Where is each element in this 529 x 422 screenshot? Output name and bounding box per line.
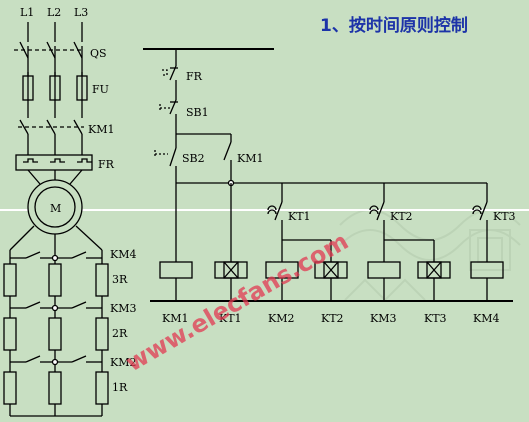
phase-label-l3: L3 bbox=[74, 6, 88, 19]
km1-hold-contact bbox=[223, 141, 232, 183]
resistor-1r-group bbox=[3, 371, 109, 405]
kt1-label: KT1 bbox=[288, 210, 311, 223]
junction-dot bbox=[51, 358, 59, 366]
resistor-3r-group bbox=[3, 263, 109, 297]
sb1-stop-button bbox=[159, 99, 178, 134]
kt3-time-contact bbox=[472, 201, 488, 262]
power-circuit: L1 L2 L3 QS FU bbox=[3, 6, 136, 417]
kt3-label: KT3 bbox=[493, 210, 516, 223]
kt1-time-contact bbox=[267, 201, 283, 262]
coil-label-km1: KM1 bbox=[162, 312, 188, 325]
control-circuit: FR SB1 SB2 KM1 bbox=[143, 48, 516, 302]
coil-label-kt1: KT1 bbox=[219, 312, 242, 325]
coil-km1 bbox=[159, 261, 193, 279]
km1-power-label: KM1 bbox=[88, 123, 114, 136]
coil-labels: KM1 KT1 KM2 KT2 KM3 KT3 KM4 bbox=[162, 312, 499, 325]
sb1-label: SB1 bbox=[186, 106, 209, 119]
fr-thermal-relay bbox=[15, 154, 93, 171]
km1-main-contacts bbox=[18, 119, 84, 135]
km3-power-label: KM3 bbox=[110, 302, 136, 315]
km4-shorting-contacts bbox=[10, 251, 102, 259]
r3-label: 3R bbox=[112, 273, 128, 286]
coil-label-kt3: KT3 bbox=[424, 312, 447, 325]
sb2-label: SB2 bbox=[182, 152, 205, 165]
coil-label-km4: KM4 bbox=[473, 312, 499, 325]
fr-nc-contact bbox=[162, 65, 178, 100]
qs-label: QS bbox=[90, 47, 107, 60]
fu-label: FU bbox=[92, 83, 109, 96]
fr-control-label: FR bbox=[186, 70, 203, 83]
km3-shorting-contacts bbox=[10, 301, 102, 309]
km1-hold-label: KM1 bbox=[237, 152, 263, 165]
sb2-start-button bbox=[154, 134, 177, 183]
motor-label: M bbox=[50, 202, 61, 215]
junction-dot bbox=[51, 254, 59, 262]
kt2-label: KT2 bbox=[390, 210, 413, 223]
km4-power-label: KM4 bbox=[110, 248, 136, 261]
phase-label-l1: L1 bbox=[20, 6, 34, 19]
resistor-2r-group bbox=[3, 317, 109, 351]
watermark: www.elecfans.com bbox=[121, 227, 353, 377]
qs-switch bbox=[14, 41, 84, 59]
page-title: 1、按时间原则控制 bbox=[320, 15, 468, 36]
coil-kt3 bbox=[417, 261, 451, 279]
coil-label-km2: KM2 bbox=[268, 312, 294, 325]
fr-power-label: FR bbox=[98, 158, 115, 171]
coil-label-kt2: KT2 bbox=[321, 312, 344, 325]
junction-dot bbox=[51, 304, 59, 312]
background-pattern bbox=[339, 209, 521, 302]
coil-kt2 bbox=[314, 261, 348, 279]
coil-label-km3: KM3 bbox=[370, 312, 396, 325]
fuse-symbols bbox=[22, 72, 88, 104]
kt2-time-contact bbox=[369, 201, 385, 262]
phase-label-l2: L2 bbox=[47, 6, 61, 19]
coil-kt1 bbox=[214, 261, 248, 279]
r2-label: 2R bbox=[112, 327, 128, 340]
km2-power-label: KM2 bbox=[110, 356, 136, 369]
r1-label: 1R bbox=[112, 381, 128, 394]
coil-km3 bbox=[367, 261, 401, 279]
